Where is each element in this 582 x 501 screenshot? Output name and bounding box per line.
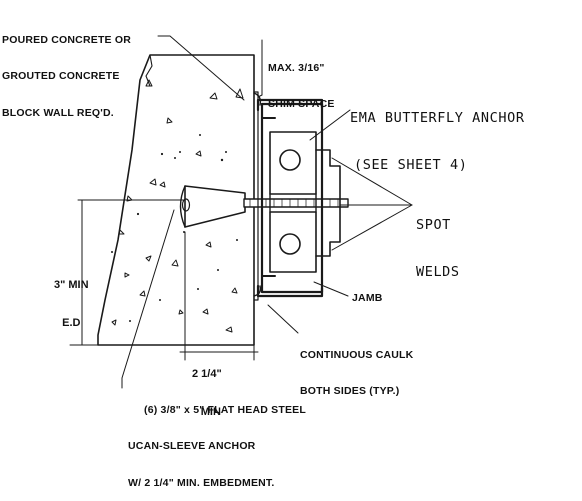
caulk-leader: [267, 304, 299, 334]
wall-note-line-1: POURED CONCRETE OR: [2, 34, 132, 47]
spot-welds-line-2: WELDS: [416, 263, 460, 280]
edge-distance-dimension: [69, 199, 184, 346]
wall-note-leader: [157, 35, 245, 101]
spot-welds-line-1: SPOT: [416, 217, 451, 234]
shim-note-line-2: SHIM SPACE: [268, 98, 335, 111]
wall-note-line-2: GROUTED CONCRETE: [2, 70, 120, 83]
butterfly-anchor-wing: [315, 149, 341, 257]
embedment-line-1: 2 1/4": [192, 368, 222, 381]
embedment-dimension: [179, 231, 259, 361]
sleeve-note-line-2: UCAN-SLEEVE ANCHOR: [128, 440, 256, 453]
shim-note: MAX. 3/16" SHIM SPACE: [268, 38, 335, 122]
spot-weld-leader-c: [331, 204, 413, 251]
butterfly-anchor-upper: [269, 131, 317, 195]
wall-note: POURED CONCRETE OR GROUTED CONCRETE BLOC…: [2, 10, 131, 131]
caulk-note-line-1: CONTINUOUS CAULK: [300, 349, 414, 362]
drawing-linework: [69, 35, 413, 389]
caulk-note-line-2: BOTH SIDES (TYP.): [300, 385, 400, 398]
jamb-leader: [313, 281, 349, 297]
spot-welds-note: SPOT WELDS: [416, 187, 460, 296]
sleeve-anchor-note: (6) 3/8" x 5" FLAT HEAD STEEL UCAN-SLEEV…: [128, 380, 306, 501]
anchor-note-leader: [309, 109, 351, 141]
anchor-note-line-1: EMA BUTTERFLY ANCHOR: [350, 110, 525, 127]
shim-note-line-1: MAX. 3/16": [268, 62, 325, 75]
sleeve-note-leader: [121, 209, 175, 389]
ucan-sleeve-anchor: [184, 185, 246, 228]
anchor-note: EMA BUTTERFLY ANCHOR (SEE SHEET 4): [350, 80, 525, 189]
jamb-return-bottom: [261, 271, 276, 293]
edge-distance-line-1: 3" MIN: [54, 279, 89, 292]
sleeve-anchor-head: [179, 185, 186, 228]
embedment-dimension-note: 2 1/4" MIN: [192, 343, 222, 431]
wall-note-line-3: BLOCK WALL REQ'D.: [2, 106, 114, 119]
embedment-line-2: MIN: [200, 406, 221, 419]
jamb-return-top: [261, 103, 276, 125]
shim-leader-tick: [257, 94, 263, 98]
butterfly-anchor-lower: [269, 211, 317, 273]
butterfly-anchor-web: [269, 193, 317, 213]
sleeve-note-line-3: W/ 2 1/4" MIN. EMBEDMENT.: [128, 476, 275, 489]
sleeve-anchor-hole: [181, 198, 191, 212]
spot-weld-leader-a: [331, 157, 413, 206]
edge-distance-line-2: E.D: [62, 317, 81, 330]
anchor-note-line-2: (SEE SHEET 4): [354, 156, 468, 173]
caulk-bead-bottom: [253, 285, 262, 297]
shim-space: [253, 91, 259, 301]
anchor-hole-upper: [279, 149, 301, 171]
edge-distance-note: 3" MIN E.D: [54, 254, 89, 342]
anchor-detail-drawing: POURED CONCRETE OR GROUTED CONCRETE BLOC…: [2, 10, 525, 488]
anchor-hole-lower: [279, 233, 301, 255]
jamb-profile-outer: [256, 98, 324, 298]
jamb-label: JAMB: [352, 292, 383, 304]
anchor-bolt-shaft: [243, 198, 349, 208]
jamb-profile: [260, 102, 324, 294]
caulk-note: CONTINUOUS CAULK BOTH SIDES (TYP.): [300, 325, 413, 409]
caulk-bead-top: [253, 92, 262, 106]
sleeve-note-line-1: (6) 3/8" x 5" FLAT HEAD STEEL: [144, 404, 307, 417]
